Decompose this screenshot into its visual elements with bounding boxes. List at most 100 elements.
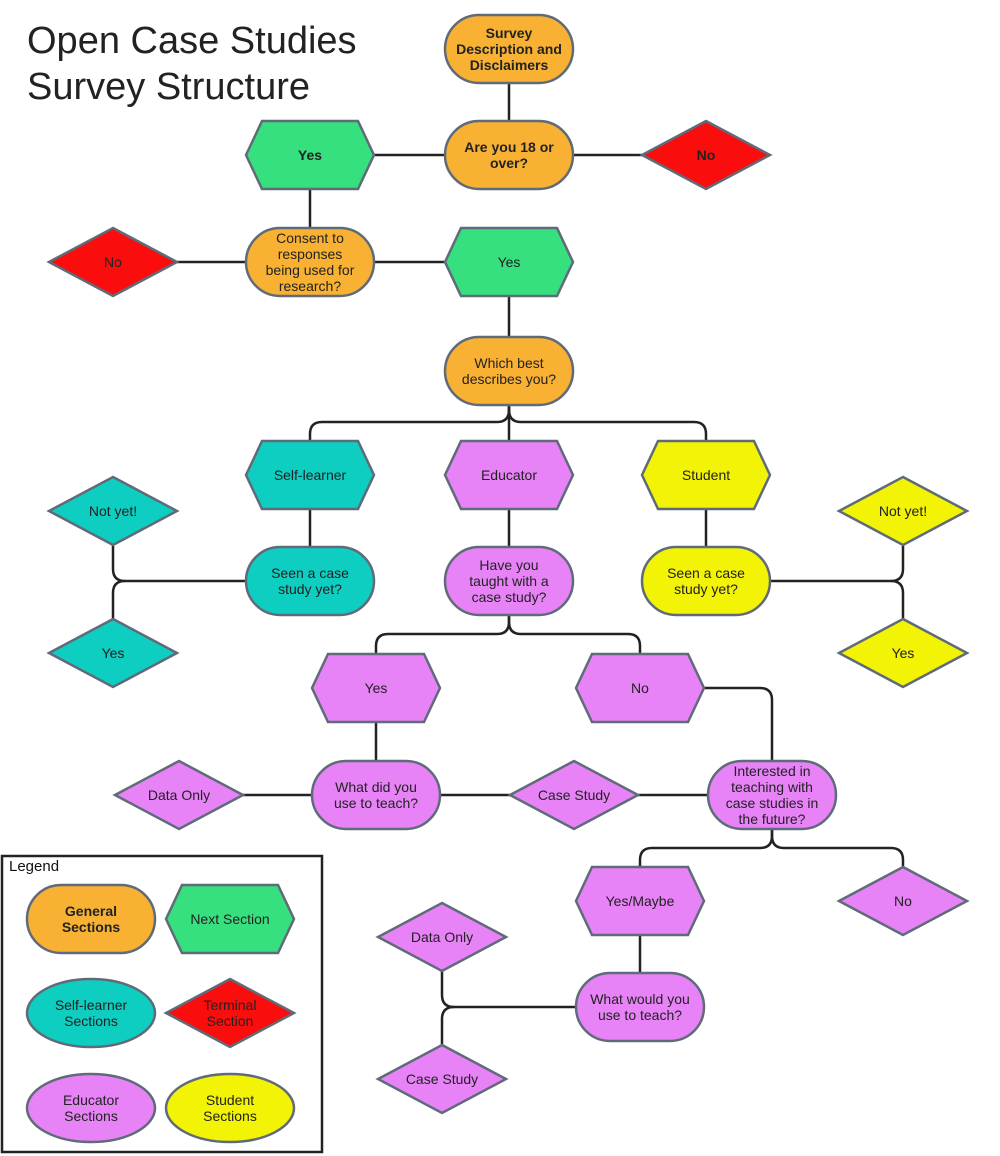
- diamond-shape: [46, 226, 180, 298]
- node-label: No: [697, 147, 716, 163]
- node-label-line: study yet?: [674, 581, 738, 597]
- legend-swatch: [164, 883, 296, 955]
- rounded-shape: [443, 335, 575, 407]
- node-label-line: No: [894, 893, 912, 909]
- connector-line: [111, 579, 126, 619]
- node-label: Not yet!: [89, 503, 137, 519]
- rounded-shape: [310, 759, 442, 831]
- node-label-line: Data Only: [411, 929, 473, 945]
- diamond-shape: [375, 1043, 509, 1115]
- connector-line: [507, 405, 708, 441]
- rounded-shape: [706, 759, 838, 831]
- node-ed-casestudy2: Case Study: [375, 1043, 509, 1115]
- node-ed-dataonly2: Data Only: [375, 901, 509, 973]
- hexagon-shape: [443, 226, 575, 298]
- node-label: Yes: [892, 645, 915, 661]
- legend-swatch: [164, 1072, 296, 1144]
- node-label-line: Case Study: [538, 787, 610, 803]
- node-label: Student: [682, 467, 730, 483]
- node-label-line: Educator: [481, 467, 537, 483]
- connector-line: [507, 615, 642, 654]
- hexagon-shape: [443, 439, 575, 511]
- hexagon-shape: [244, 439, 376, 511]
- legend-item-label-line: Section: [207, 1013, 254, 1029]
- node-label-line: Yes/Maybe: [606, 893, 675, 909]
- node-label-line: use to teach?: [334, 795, 418, 811]
- legend-swatch: [25, 1072, 157, 1144]
- node-label-line: No: [104, 254, 122, 270]
- rounded-shape: [640, 545, 772, 617]
- hexagon-shape: [640, 439, 772, 511]
- hexagon-shape: [574, 865, 706, 937]
- node-label-line: Not yet!: [89, 503, 137, 519]
- node-label: No: [631, 680, 649, 696]
- rounded-shape: [244, 545, 376, 617]
- node-label-line: Data Only: [148, 787, 210, 803]
- diamond-shape: [836, 475, 970, 547]
- diamond-shape: [507, 759, 641, 831]
- node-label-line: being used for: [266, 262, 355, 278]
- node-age-no: No: [639, 119, 773, 191]
- node-label: Case Study: [406, 1071, 478, 1087]
- node-label: Self-learner: [274, 467, 347, 483]
- connector-line: [638, 829, 774, 867]
- node-label-line: No: [631, 680, 649, 696]
- node-label: Data Only: [148, 787, 210, 803]
- node-label-line: Disclaimers: [470, 57, 549, 73]
- node-label-line: Case Study: [406, 1071, 478, 1087]
- connector-line: [440, 971, 576, 1009]
- legend-title: Legend: [9, 858, 59, 875]
- legend-swatch: [25, 883, 157, 955]
- legend-swatch: [163, 977, 297, 1049]
- diamond-shape: [375, 901, 509, 973]
- node-label-line: Yes: [498, 254, 521, 270]
- connector-line: [440, 1005, 455, 1045]
- legend-item-label-line: General: [65, 903, 117, 919]
- node-consent-no: No: [46, 226, 180, 298]
- node-label: Yes: [298, 147, 322, 163]
- connector-line: [111, 545, 246, 583]
- node-selflearner: Self-learner: [244, 439, 376, 511]
- legend-swatch: [25, 977, 157, 1049]
- node-label-line: Yes: [365, 680, 388, 696]
- node-label-line: Seen a case: [271, 565, 349, 581]
- node-label-line: case studies in: [726, 795, 819, 811]
- hexagon-shape: [310, 652, 442, 724]
- flowchart-connectors: [111, 83, 905, 1045]
- connector-line: [308, 405, 511, 441]
- rounded-shape: [574, 971, 706, 1043]
- node-label: Educator: [481, 467, 537, 483]
- legend-item-next: Next Section: [164, 883, 296, 955]
- legend-item-label-line: Terminal: [204, 997, 257, 1013]
- connector-line: [374, 615, 511, 654]
- connector-line: [770, 829, 905, 867]
- rounded-shape: [443, 119, 575, 191]
- rounded-shape: [443, 13, 575, 85]
- node-label: No: [104, 254, 122, 270]
- node-st-yes: Yes: [836, 617, 970, 689]
- legend-item-label-line: Next Section: [190, 911, 269, 927]
- legend-item-label: Next Section: [190, 911, 269, 927]
- node-label: Case Study: [538, 787, 610, 803]
- node-label-line: Description and: [456, 41, 562, 57]
- node-st-notyet: Not yet!: [836, 475, 970, 547]
- diagram-title-line-2: Survey Structure: [27, 66, 310, 108]
